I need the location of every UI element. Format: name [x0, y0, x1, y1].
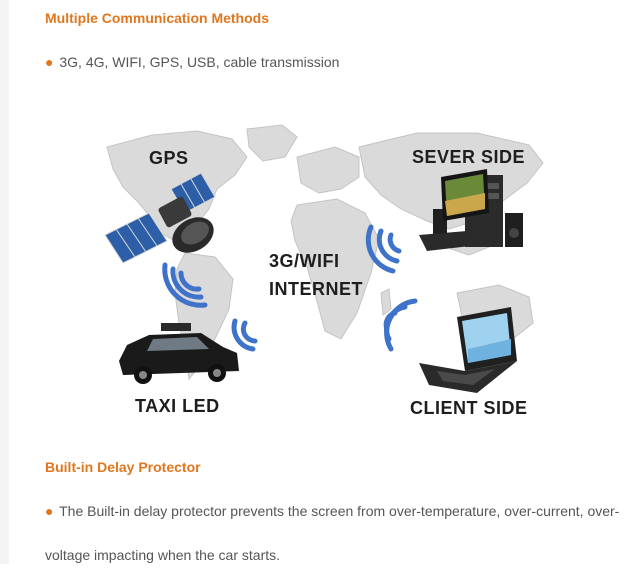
label-server-side: SEVER SIDE: [412, 147, 525, 167]
delay-protector-text-line2: voltage impacting when the car starts.: [45, 547, 281, 563]
left-margin-bar: [0, 0, 9, 564]
wifi-signal-icons: [162, 224, 418, 352]
section-heading-communication: Multiple Communication Methods: [45, 10, 269, 26]
taxi-car-icon: [119, 323, 239, 384]
laptop-client-icon: [419, 307, 517, 393]
wifi-signal-taxi: [231, 318, 258, 352]
bullet-icon: ●: [45, 54, 54, 70]
label-gps: GPS: [149, 148, 189, 168]
bullet-icon: ●: [45, 503, 54, 519]
label-client-side: CLIENT SIDE: [410, 398, 528, 418]
label-3g-wifi: 3G/WIFI: [269, 251, 340, 271]
world-map-diagram: GPS SEVER SIDE 3G/WIFI INTERNET TAXI LED…: [97, 117, 547, 430]
label-taxi-led: TAXI LED: [135, 396, 220, 416]
server-computer-icon: [419, 169, 523, 251]
gps-satellite-icon: [104, 172, 216, 264]
section-heading-delay-protector: Built-in Delay Protector: [45, 459, 201, 475]
communication-bullet-text: ● 3G, 4G, WIFI, GPS, USB, cable transmis…: [45, 40, 339, 84]
wifi-signal-client: [383, 298, 418, 352]
wifi-signal-gps: [162, 262, 208, 308]
wifi-signal-server: [365, 224, 402, 274]
delay-protector-text-line1: The Built-in delay protector prevents th…: [59, 503, 620, 519]
communication-diagram-image: GPS SEVER SIDE 3G/WIFI INTERNET TAXI LED…: [97, 117, 547, 430]
delay-protector-paragraph: ● The Built-in delay protector prevents …: [45, 489, 631, 577]
label-internet: INTERNET: [269, 279, 363, 299]
communication-methods-text: 3G, 4G, WIFI, GPS, USB, cable transmissi…: [59, 54, 340, 70]
